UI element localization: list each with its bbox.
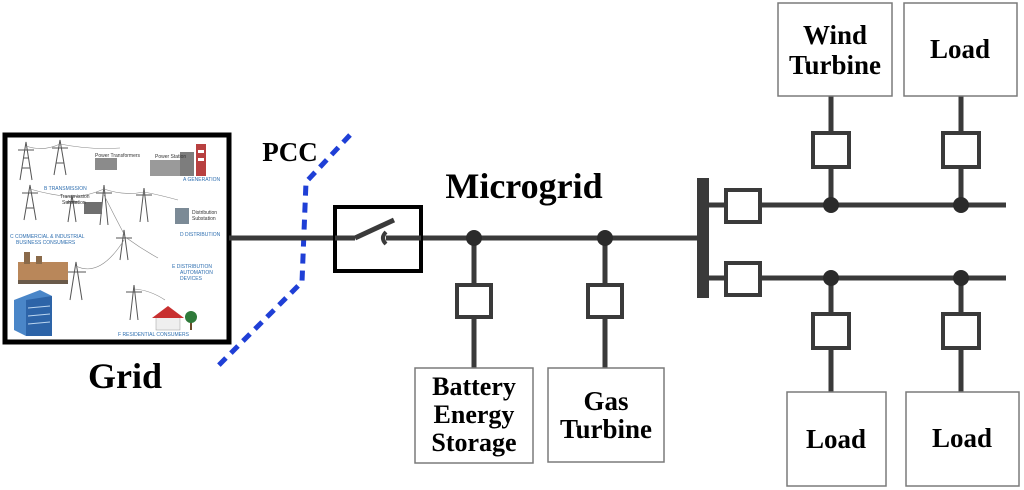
lower-feeder-breaker xyxy=(724,261,762,297)
load-top-breaker xyxy=(941,131,981,169)
load-bottom-left-text: Load xyxy=(806,424,866,454)
factory-icon xyxy=(18,252,68,284)
automation-text-2: AUTOMATION xyxy=(180,270,213,276)
transmission-substation-icon xyxy=(84,202,102,214)
battery-junction-dot xyxy=(466,230,482,246)
power-transformers-icon xyxy=(95,158,117,170)
grid-illustration: Power Transformers Power Station A GENER… xyxy=(2,132,232,345)
load-br-breaker xyxy=(941,312,981,350)
power-station-icon xyxy=(150,144,206,176)
load-bottom-left-box: Load xyxy=(786,391,887,487)
gas-turbine-text-1: Gas xyxy=(583,386,628,416)
distribution-substation-text-2: Substation xyxy=(192,216,216,222)
battery-energy-storage-box: Battery Energy Storage xyxy=(414,367,534,464)
gas-breaker xyxy=(586,283,624,319)
power-lines xyxy=(25,143,179,301)
wind-turbine-text-2: Turbine xyxy=(789,50,881,80)
residential-text: F RESIDENTIAL CONSUMERS xyxy=(118,332,190,338)
grid-label: Grid xyxy=(88,356,162,396)
load-top-box: Load xyxy=(903,2,1018,97)
commercial-text: C COMMERCIAL & INDUSTRIAL xyxy=(10,234,85,240)
automation-text: E DISTRIBUTION xyxy=(172,264,212,270)
load-bottom-right-text: Load xyxy=(932,423,992,453)
power-station-text: Power Station xyxy=(155,154,186,160)
gas-turbine-text-2: Turbine xyxy=(560,414,652,444)
generation-text: A GENERATION xyxy=(183,177,221,183)
power-transformers-text: Power Transformers xyxy=(95,153,141,159)
wind-junction-dot xyxy=(823,197,839,213)
office-building-icon xyxy=(14,290,52,336)
battery-text-3: Storage xyxy=(431,428,516,457)
load-bottom-right-box: Load xyxy=(905,391,1020,487)
distribution-substation-icon xyxy=(175,208,189,224)
transmission-substation-text: Transmission xyxy=(60,194,90,200)
load-top-junction-dot xyxy=(953,197,969,213)
wind-breaker xyxy=(811,131,851,169)
microgrid-label: Microgrid xyxy=(445,166,602,206)
battery-text-1: Battery xyxy=(432,372,516,401)
load-bl-junction-dot xyxy=(823,270,839,286)
battery-text-2: Energy xyxy=(434,400,515,429)
distribution-substation-text: Distribution xyxy=(192,210,217,216)
load-bl-breaker xyxy=(811,312,851,350)
house-icon xyxy=(152,306,184,331)
transmission-text: B TRANSMISSION xyxy=(44,186,87,192)
wind-turbine-box: Wind Turbine xyxy=(777,2,893,97)
transmission-substation-text-2: Substation xyxy=(62,200,86,206)
tree-icon xyxy=(185,311,197,330)
pcc-boundary-line xyxy=(212,133,352,372)
gas-junction-dot xyxy=(597,230,613,246)
automation-text-3: DEVICES xyxy=(180,276,203,282)
switch-contact xyxy=(381,230,388,246)
upper-feeder-breaker xyxy=(724,188,762,224)
pcc-label: PCC xyxy=(262,137,318,167)
battery-breaker xyxy=(455,283,493,319)
load-br-junction-dot xyxy=(953,270,969,286)
distribution-text: D DISTRIBUTION xyxy=(180,232,221,238)
load-top-text: Load xyxy=(930,34,990,64)
switch-blade xyxy=(353,217,396,241)
commercial-text-2: BUSINESS CONSUMERS xyxy=(16,240,76,246)
wind-turbine-text-1: Wind xyxy=(803,20,867,50)
gas-turbine-box: Gas Turbine xyxy=(547,367,665,463)
